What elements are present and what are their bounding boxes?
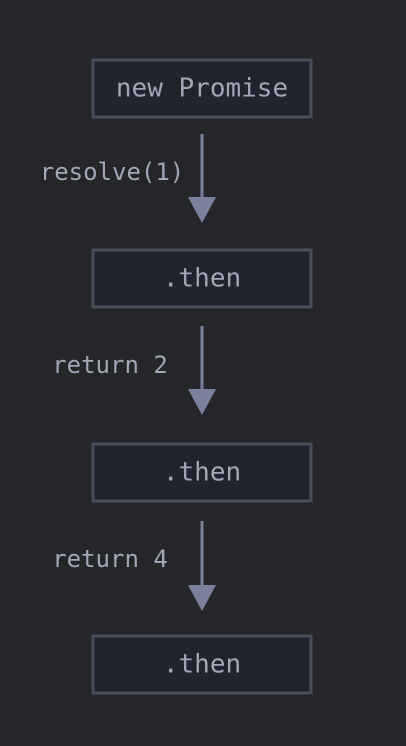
- node-label: .then: [163, 650, 241, 680]
- edge-label-return-4: return 4: [52, 545, 168, 573]
- arrowhead-icon: [188, 585, 216, 611]
- node-then-3: .then: [91, 634, 313, 695]
- node-then-2: .then: [91, 442, 313, 503]
- edge-return-2: [188, 326, 216, 415]
- arrowhead-icon: [188, 389, 216, 415]
- edge-resolve: [188, 134, 216, 223]
- node-label: .then: [163, 458, 241, 488]
- node-new-promise: new Promise: [91, 58, 313, 119]
- node-then-1: .then: [91, 248, 313, 309]
- arrowhead-icon: [188, 197, 216, 223]
- edge-return-4: [188, 521, 216, 611]
- edge-label-return-2: return 2: [52, 351, 168, 379]
- node-label: .then: [163, 264, 241, 294]
- edge-label-resolve: resolve(1): [40, 158, 185, 186]
- node-label: new Promise: [116, 74, 288, 104]
